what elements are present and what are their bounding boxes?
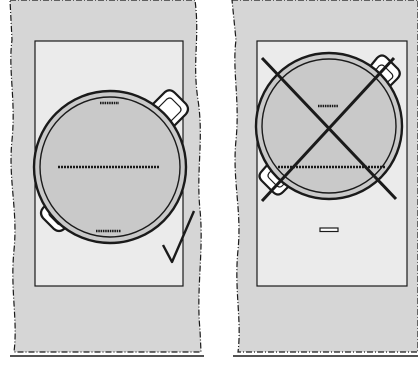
panel-incorrect [231,0,418,357]
pot-rim-left [39,96,181,238]
pot-handle-top-right [363,54,401,93]
pot-rim-right [261,58,397,194]
pot-handle-top-left [151,89,190,128]
panel-correct [9,0,204,357]
zone-marker-right [319,227,339,233]
cross-icon [260,56,398,203]
checkmark-icon [161,210,196,264]
